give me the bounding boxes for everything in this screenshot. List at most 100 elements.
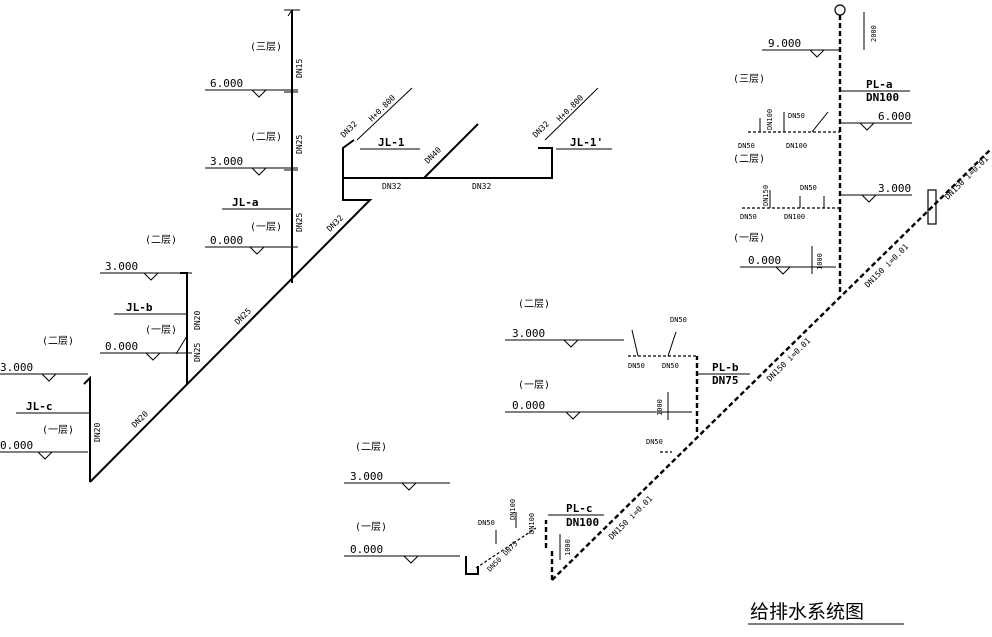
floor-label: (一层) [733,232,765,244]
svg-text:DN100: DN100 [866,91,899,104]
dn-label: DN32 [325,213,345,233]
dn-label: DN100 [786,142,807,150]
level-mark-0-000-jl-c: 0.000 [0,439,88,460]
drain-main-pipe[interactable] [551,149,991,581]
floor-label: (一层) [42,424,74,436]
dn-label: DN25 [193,343,202,362]
dn-label: DN15 [295,59,304,78]
dn-label: DN25 [295,135,304,154]
level-value: 0.000 [512,399,545,412]
svg-text:JL-a: JL-a [232,196,259,209]
dn-label: DN32 [382,182,401,191]
dimension-2000: 2000 [863,12,878,50]
level-value: 3.000 [105,260,138,273]
pl-a-fixture [759,111,829,133]
level-value: 6.000 [878,110,911,123]
level-mark-3-000-pl-a: 3.000 [840,182,912,203]
floor-label: (二层) [145,234,177,246]
level-mark-3-000-jl-b: 3.000 [100,260,192,281]
dn-label: DN20 [93,423,102,442]
slope-label: DN150 i=0.01 [863,242,910,289]
dn-label: DN150 [762,185,770,206]
dn-label: DN50 [800,184,817,192]
h-elevation-label: H+0.800 [367,93,397,123]
dn-label: DN100 [784,213,805,221]
dn-label: DN100 [766,109,774,130]
pl-c-fixture [495,512,517,544]
jl-c-label: JL-c [16,400,90,414]
supply-main-pipe [89,139,373,483]
svg-text:JL-b: JL-b [126,301,153,314]
pl-c-label: PL-c DN100 [548,502,604,529]
jl-a-label: JL-a [222,196,292,210]
jl-1-diagonal-pipe [423,123,479,179]
jl-1-riser-line [356,87,413,141]
svg-text:1000: 1000 [816,253,824,270]
svg-text:JL-1: JL-1 [378,136,405,149]
dn-label: DN25 [295,213,304,232]
level-mark-6-000: 6.000 [205,77,298,98]
dn-label: DN25 [233,306,253,326]
level-value: 6.000 [210,77,243,90]
level-value: 0.000 [748,254,781,267]
level-value: 0.000 [105,340,138,353]
level-value: 0.000 [0,439,33,452]
level-value: 3.000 [350,470,383,483]
floor-label: (三层) [733,73,765,85]
svg-text:2000: 2000 [870,25,878,42]
jl-1-branch-pipe [343,147,553,179]
pl-a-label: PL-a DN100 [840,78,910,104]
floor-label: (二层) [42,335,74,347]
dn-label: DN50 [788,112,805,120]
dn-label: DN50 [662,362,679,370]
dn-label: DN20 [130,409,150,429]
level-value: 3.000 [512,327,545,340]
floor-label: (三层) [250,41,282,53]
svg-text:1000: 1000 [656,399,664,416]
floor-label: (二层) [518,298,550,310]
jl-1-label: JL-1 [360,136,420,150]
vent-cap [834,4,846,16]
jl-1p-riser-line [544,87,599,141]
svg-text:JL-c: JL-c [26,400,53,413]
dn-label: DN32 [472,182,491,191]
level-mark-3-000-pl-c: 3.000 [344,470,450,491]
pl-b-fixture [631,329,677,357]
pl-c-trap [465,556,479,575]
level-value: 0.000 [350,543,383,556]
level-mark-0-000-pl-c: 0.000 [344,543,460,564]
jl-a-tap [284,9,300,17]
svg-text:DN75: DN75 [712,374,739,387]
dn-label: DN100 [509,499,517,520]
dn-label: DN50 [478,519,495,527]
dn-label: DN50 [646,438,663,446]
drain-outlet [927,189,937,225]
jl-c-riser-pipe [83,375,91,482]
dimension-1000-pl-a: 1000 [811,246,824,274]
floor-label: (二层) [733,153,765,165]
floor-label: (一层) [145,324,177,336]
dn-label: DN32 [339,119,359,139]
slope-label: DN150 i=0.01 [607,494,654,541]
dn-label: DN100 [528,513,536,534]
svg-text:PL-b: PL-b [712,361,739,374]
floor-label: (一层) [250,221,282,233]
level-mark-0-000-jl-a: 0.000 [205,234,298,255]
dn-label: DN50 [486,556,504,574]
slope-label: DN150 i=0.01 [765,336,812,383]
dimension-1000-pl-b: 1000 [656,392,669,420]
drawing-title: 给排水系统图 [748,601,904,625]
pl-c-branch [475,527,537,569]
level-mark-3-000-jl-a: 3.000 [205,155,298,176]
level-value: 0.000 [210,234,243,247]
page-title: 给排水系统图 [750,601,864,623]
level-mark-3-000-jl-c: 3.000 [0,361,88,382]
svg-text:PL-a: PL-a [866,78,893,91]
svg-text:1000: 1000 [564,539,572,556]
level-mark-3-000-pl-b: 3.000 [505,327,624,348]
level-mark-0-000-pl-b: 0.000 [505,399,692,420]
floor-label: (二层) [250,131,282,143]
dn-label: DN75 [502,540,520,558]
svg-text:DN100: DN100 [566,516,599,529]
dn-label: DN20 [193,311,202,330]
